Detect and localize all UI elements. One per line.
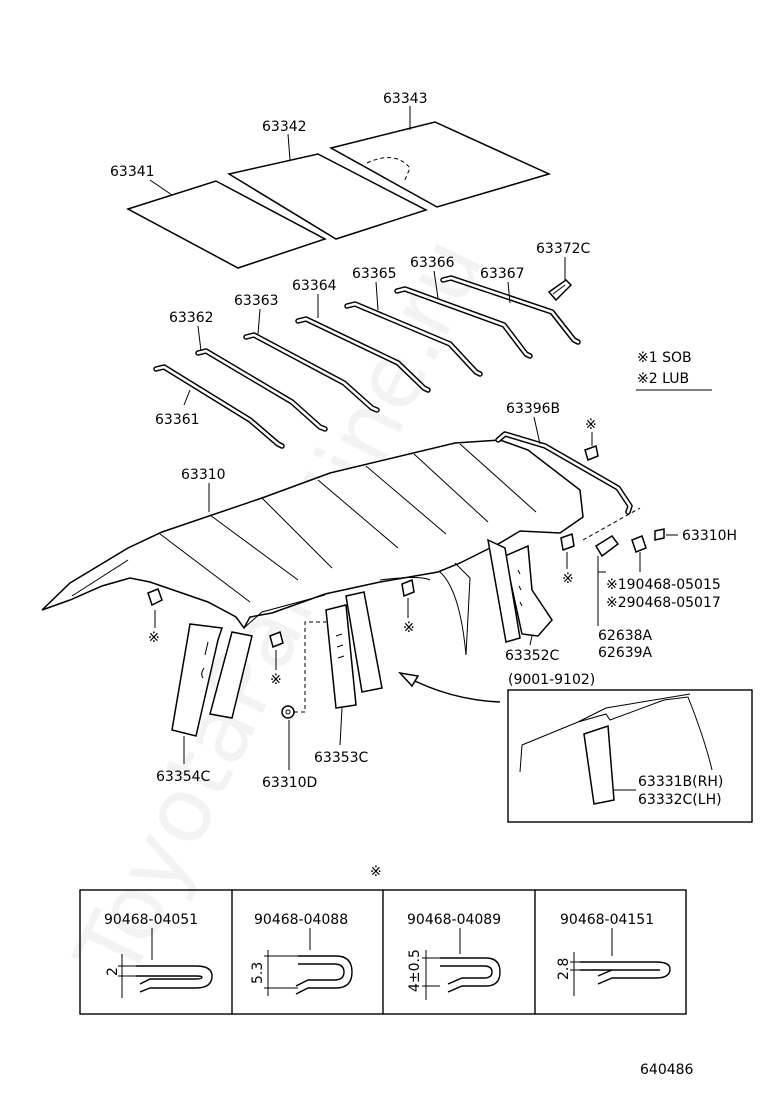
- pillar-garnish-63352c[interactable]: [487, 538, 553, 643]
- clip-left-front[interactable]: [147, 588, 163, 607]
- clip-table: [79, 889, 687, 1015]
- ref-marker-center: ※: [270, 672, 282, 688]
- clip-dim-2: 5.3: [250, 962, 266, 984]
- label-clip-2: ※290468-05017: [606, 595, 721, 611]
- label-63372c: 63372C: [536, 241, 591, 257]
- ref-marker-table: ※: [370, 864, 382, 880]
- clip-part-4: 90468-04151: [560, 912, 654, 928]
- label-63353c: 63353C: [314, 750, 369, 766]
- label-63341: 63341: [110, 164, 155, 180]
- pillar-garnish-63354c[interactable]: [171, 623, 253, 737]
- clip-63372c[interactable]: [547, 279, 573, 302]
- roof-bow-63363[interactable]: [243, 332, 380, 413]
- label-63361: 63361: [155, 412, 200, 428]
- clip-rear-lower[interactable]: [560, 532, 575, 552]
- label-63342: 63342: [262, 119, 307, 135]
- clip-rear-upper[interactable]: [584, 444, 599, 462]
- roof-bow-63362[interactable]: [195, 348, 328, 432]
- label-63310h: 63310H: [682, 528, 737, 544]
- rear-rail-63396b[interactable]: [495, 431, 633, 515]
- inset-arrow: [397, 671, 501, 703]
- legend: ※1 SOB ※2 LUB: [636, 350, 712, 391]
- garnish-63331b[interactable]: [583, 724, 615, 805]
- label-63396b: 63396B: [506, 401, 560, 417]
- ref-marker-mid: ※: [403, 620, 415, 636]
- roof-panel-63341[interactable]: [126, 180, 327, 269]
- inset-box: [507, 689, 753, 823]
- label-range: (9001-9102): [508, 672, 595, 688]
- label-63310d: 63310D: [262, 775, 317, 791]
- label-63331b: 63331B(RH): [638, 774, 723, 790]
- label-63365: 63365: [352, 266, 397, 282]
- clip-dim-4: 2.8: [556, 958, 572, 980]
- label-63332c: 63332C(LH): [638, 792, 722, 808]
- label-63367: 63367: [480, 266, 525, 282]
- label-clip-1: ※190468-05015: [606, 577, 721, 593]
- roof-bow-63365[interactable]: [344, 301, 483, 377]
- bracket-62638a[interactable]: [582, 507, 647, 558]
- clip-cell-3: 90468-04089 4±0.5: [407, 912, 501, 1000]
- clip-dim-1: 2: [105, 967, 121, 976]
- pillar-garnish-63353c[interactable]: [325, 591, 383, 709]
- clip-part-1: 90468-04051: [104, 912, 198, 928]
- clip-part-2: 90468-04088: [254, 912, 348, 928]
- label-63354c: 63354C: [156, 769, 211, 785]
- clip-63310h[interactable]: [654, 528, 665, 541]
- headliner-63310[interactable]: [41, 439, 584, 656]
- label-62638a: 62638A: [598, 628, 653, 644]
- label-63366: 63366: [410, 255, 455, 271]
- ref-marker-rear-upper: ※: [585, 417, 597, 433]
- clip-cell-1: 90468-04051 2: [104, 912, 213, 998]
- roof-bow-63366[interactable]: [394, 286, 533, 359]
- clip-mid[interactable]: [401, 578, 415, 598]
- label-63362: 63362: [169, 310, 214, 326]
- roof-panel-63343[interactable]: [328, 121, 552, 208]
- figure-id: 640486: [640, 1062, 694, 1078]
- legend-item-2: ※2 LUB: [637, 371, 689, 387]
- clip-cell-4: 90468-04151 2.8: [556, 912, 671, 996]
- label-63343: 63343: [383, 91, 428, 107]
- label-63310: 63310: [181, 467, 226, 483]
- clip-63310d[interactable]: [281, 621, 326, 719]
- roof-bow-63361[interactable]: [153, 364, 285, 449]
- ref-marker-rear-lower: ※: [562, 571, 574, 587]
- clip-cell-2: 90468-04088 5.3: [250, 912, 353, 996]
- label-63352c: 63352C: [505, 648, 560, 664]
- roof-panel-63342[interactable]: [227, 153, 428, 240]
- legend-item-1: ※1 SOB: [637, 350, 692, 366]
- label-62639a: 62639A: [598, 645, 653, 661]
- label-63363: 63363: [234, 293, 279, 309]
- clip-center[interactable]: [269, 630, 284, 649]
- roof-bow-63367[interactable]: [440, 275, 581, 345]
- clip-dim-3: 4±0.5: [407, 949, 423, 992]
- ref-marker-left-front: ※: [148, 630, 160, 646]
- roof-bow-63364[interactable]: [295, 316, 431, 393]
- clip-part-3: 90468-04089: [407, 912, 501, 928]
- label-63364: 63364: [292, 278, 337, 294]
